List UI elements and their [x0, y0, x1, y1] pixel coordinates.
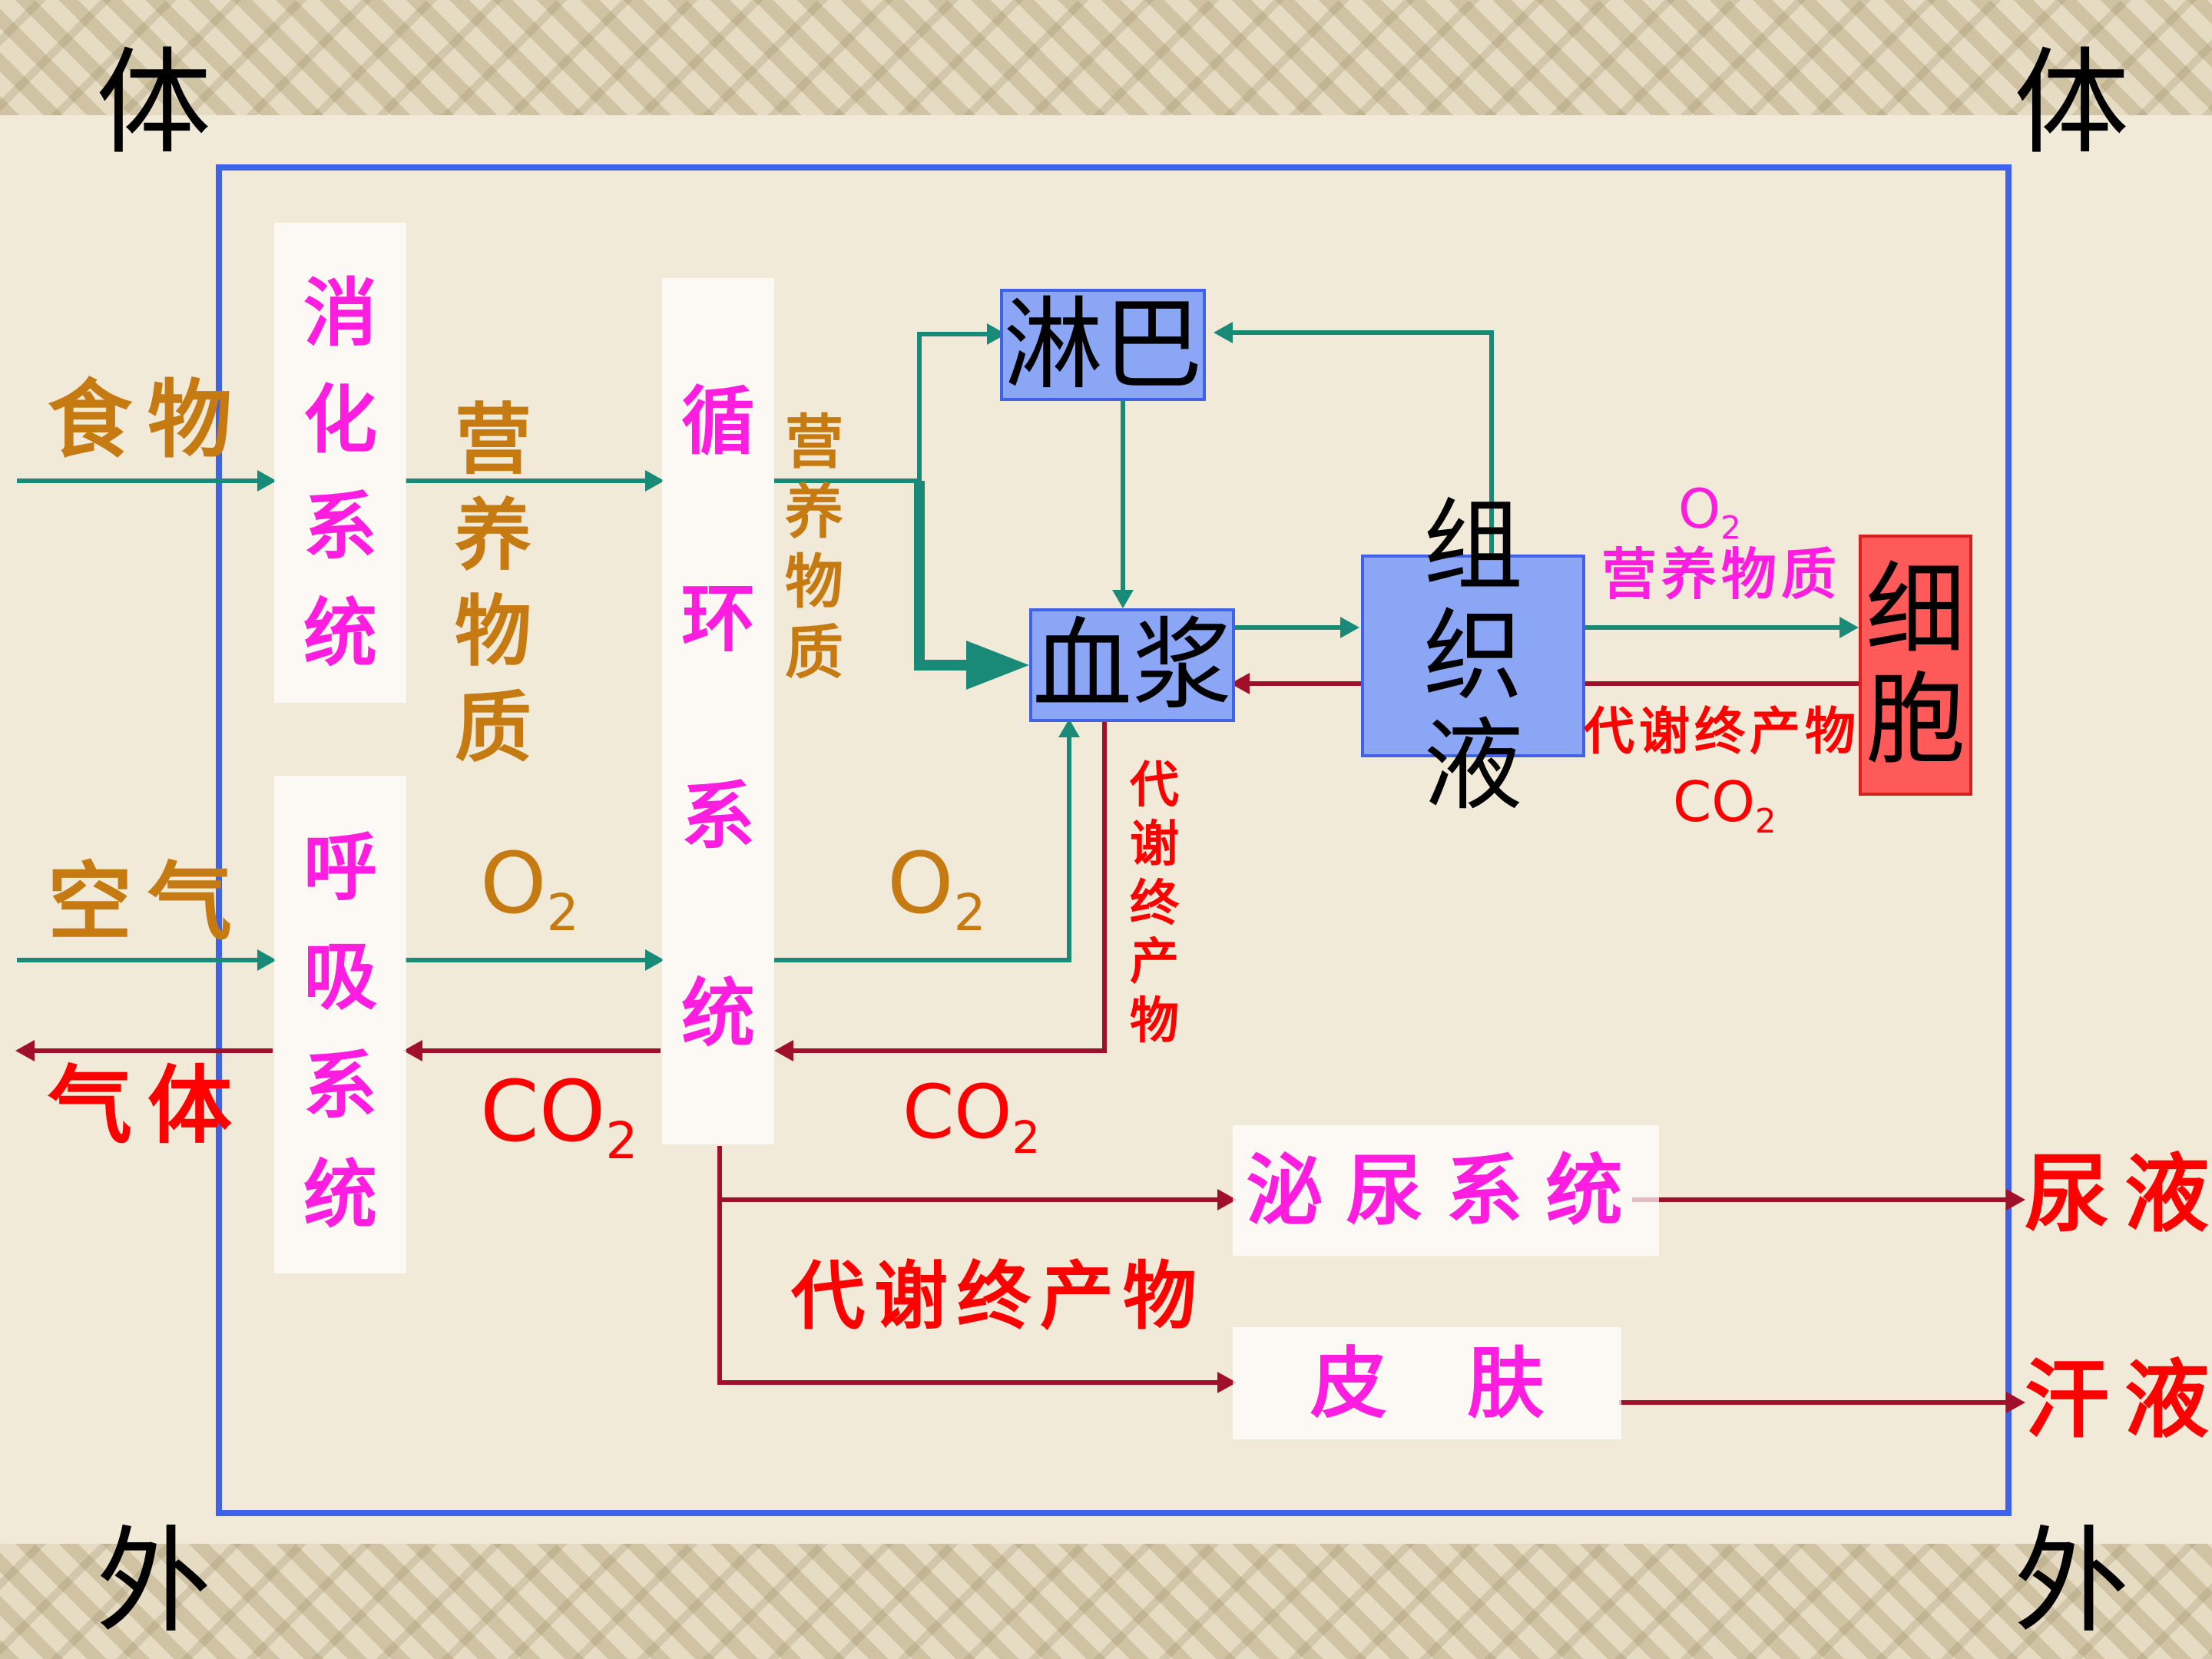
label-nutrients-1: 营养物质	[455, 395, 538, 773]
circulatory-system-box: 循 环 系 统	[662, 278, 774, 1144]
arrow-circulatory-o2-to-plasma	[774, 726, 1071, 962]
skin-label: 皮 肤	[1310, 1338, 1545, 1429]
cell-label: 细胞	[1866, 551, 1966, 778]
cell-box: 细胞	[1859, 535, 1972, 796]
arrow-circulatory-to-plasma	[914, 481, 975, 671]
label-urine: 尿液	[2025, 1145, 2212, 1243]
label-o2-second: O2	[887, 834, 986, 943]
digestive-system-box: 消 化 系 统	[274, 223, 406, 703]
urinary-system-box: 泌尿系统	[1233, 1125, 1659, 1256]
respiratory-char-2: 吸	[303, 932, 377, 1020]
arrow-circulatory-to-skin	[717, 1200, 1229, 1385]
label-cell-waste: 代谢终产物	[1584, 702, 1860, 761]
label-waste-vertical: 代谢终产物	[1130, 757, 1179, 1051]
label-co2-main: CO2	[480, 1062, 638, 1171]
corner-bottom-right: 外	[2014, 1515, 2130, 1649]
digestive-char-1: 消	[303, 270, 377, 356]
label-co2-second: CO2	[902, 1069, 1041, 1164]
digestive-char-2: 化	[303, 376, 377, 463]
label-waste-bottom: 代谢终产物	[791, 1253, 1206, 1339]
label-sweat: 汗液	[2025, 1351, 2212, 1449]
urinary-system-label: 泌尿系统	[1246, 1145, 1646, 1236]
label-food: 食物	[48, 371, 247, 469]
body-frame	[216, 164, 2012, 1516]
circulatory-char-4: 统	[681, 970, 755, 1057]
tissue-fluid-box: 组织液	[1361, 491, 1585, 820]
respiratory-char-3: 系	[303, 1041, 377, 1129]
label-cell-co2: CO2	[1673, 770, 1777, 842]
corner-bottom-left: 外	[96, 1515, 212, 1649]
lymph-label: 淋巴	[1003, 286, 1204, 403]
label-cell-nutrients: 营养物质	[1601, 542, 1842, 607]
label-nutrients-2: 营养物质	[785, 408, 848, 687]
arrow-tissue-to-lymph	[1221, 330, 1494, 556]
tissue-fluid-label: 组织液	[1422, 487, 1523, 824]
label-cell-o2: O2	[1678, 478, 1741, 547]
decorative-border-bottom	[0, 1544, 2212, 1659]
teal-arrows	[17, 322, 1859, 971]
lymph-box: 淋巴	[1000, 289, 1206, 401]
plasma-label: 血浆	[1032, 606, 1233, 724]
circulatory-char-2: 环	[681, 575, 755, 662]
arrow-circulatory-to-lymph	[774, 332, 1002, 483]
arrow-plasma-waste-to-circulatory	[782, 722, 1107, 1053]
skin-box: 皮 肤	[1233, 1327, 1621, 1439]
respiratory-system-box: 呼 吸 系 统	[274, 776, 406, 1273]
digestive-char-4: 统	[303, 590, 377, 677]
circulatory-char-1: 循	[681, 378, 755, 465]
label-gas-out: 气体	[48, 1057, 247, 1155]
corner-top-right: 体	[2014, 37, 2130, 171]
plasma-box: 血浆	[1029, 608, 1235, 722]
label-air: 空气	[48, 853, 247, 952]
respiratory-char-4: 统	[303, 1151, 377, 1238]
respiratory-char-1: 呼	[303, 823, 377, 911]
decorative-border-top	[0, 0, 2212, 115]
circulatory-char-3: 系	[681, 773, 755, 859]
corner-top-left: 体	[96, 37, 212, 171]
label-o2-main: O2	[480, 834, 579, 943]
digestive-char-3: 系	[303, 483, 377, 570]
